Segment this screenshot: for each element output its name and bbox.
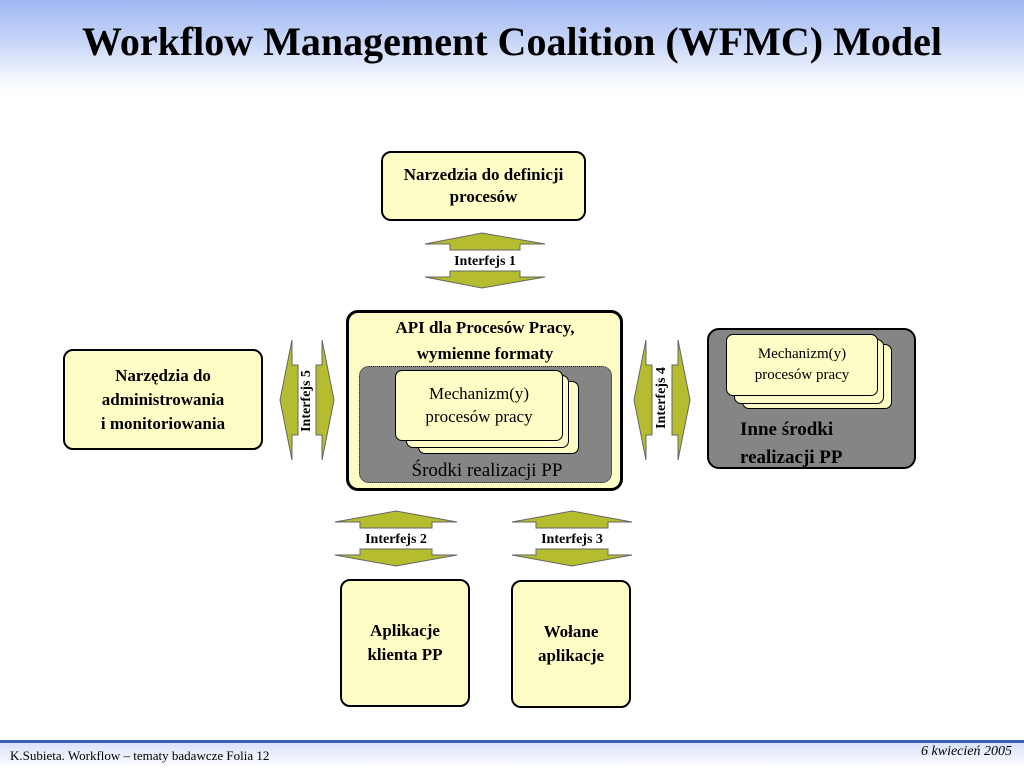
interface-4-arrow-left bbox=[633, 339, 653, 461]
header-band bbox=[0, 0, 1024, 92]
central-engine-label-line-2: procesów pracy bbox=[425, 407, 533, 426]
client-apps-line-1: Aplikacje bbox=[370, 621, 440, 640]
other-engine-card bbox=[726, 334, 878, 396]
slide-title: Workflow Management Coalition (WFMC) Mod… bbox=[82, 19, 942, 64]
footer-date: 6 kwiecień 2005 bbox=[921, 744, 1012, 759]
interface-5-arrow-left bbox=[279, 339, 299, 461]
invoked-apps-line-1: Wołane bbox=[543, 622, 599, 641]
client-applications-box: Aplikacje klienta PP bbox=[340, 579, 470, 707]
other-engine-label-line-1: Mechanizm(y) bbox=[757, 346, 847, 362]
interface-3-arrow-bottom bbox=[511, 548, 633, 567]
interface-1-arrow-top bbox=[424, 232, 546, 251]
interface-3-arrow-top bbox=[511, 510, 633, 529]
admin-monitoring-tools-box: Narzędzia do administrowania i monitorio… bbox=[63, 349, 263, 450]
other-execution-label: Inne środki realizacji PP bbox=[740, 416, 880, 472]
admin-tools-line-2: administrowania bbox=[101, 389, 225, 409]
invoked-applications-box: Wołane aplikacje bbox=[511, 580, 631, 708]
interface-4-label: Interfejs 4 bbox=[654, 367, 669, 429]
interface-4-arrow-right bbox=[671, 339, 691, 461]
interface-5-label: Interfejs 5 bbox=[299, 370, 314, 432]
footer-divider bbox=[0, 740, 1024, 743]
admin-tools-line-3: i monitoriowania bbox=[100, 413, 226, 433]
invoked-apps-line-2: aplikacje bbox=[537, 646, 605, 665]
other-execution-label-line-1: Inne środki bbox=[740, 419, 834, 440]
footer-band bbox=[0, 743, 1024, 768]
other-execution-label-line-2: realizacji PP bbox=[740, 447, 843, 468]
other-engine-label: Mechanizm(y) procesów pracy bbox=[726, 336, 878, 394]
interface-2-label: Interfejs 2 bbox=[365, 532, 427, 547]
interface-2-arrow-bottom bbox=[334, 548, 458, 567]
central-engine-card bbox=[395, 370, 563, 441]
api-line-2: wymienne formaty bbox=[416, 344, 554, 363]
interface-1-arrow-bottom bbox=[424, 270, 546, 289]
interface-3-label: Interfejs 3 bbox=[541, 532, 603, 547]
central-execution-label: Środki realizacji PP bbox=[411, 460, 563, 481]
interface-2-arrow-top bbox=[334, 510, 458, 529]
interface-1-label: Interfejs 1 bbox=[454, 254, 516, 269]
central-engine-label-line-1: Mechanizm(y) bbox=[428, 384, 530, 403]
client-apps-line-2: klienta PP bbox=[367, 645, 443, 664]
process-definition-tools-box: Narzedzia do definicji procesów bbox=[381, 151, 586, 221]
admin-tools-line-1: Narzędzia do bbox=[115, 365, 211, 385]
interface-5-arrow-right bbox=[315, 339, 335, 461]
footer-author: K.Subieta. Workflow – tematy badawcze Fo… bbox=[10, 748, 270, 763]
process-definition-tools-label: Narzedzia do definicji procesów bbox=[403, 165, 564, 206]
api-line-1: API dla Procesów Pracy, bbox=[395, 318, 575, 337]
central-engine-label: Mechanizm(y) procesów pracy bbox=[395, 372, 563, 438]
other-engine-label-line-2: procesów pracy bbox=[754, 367, 850, 383]
